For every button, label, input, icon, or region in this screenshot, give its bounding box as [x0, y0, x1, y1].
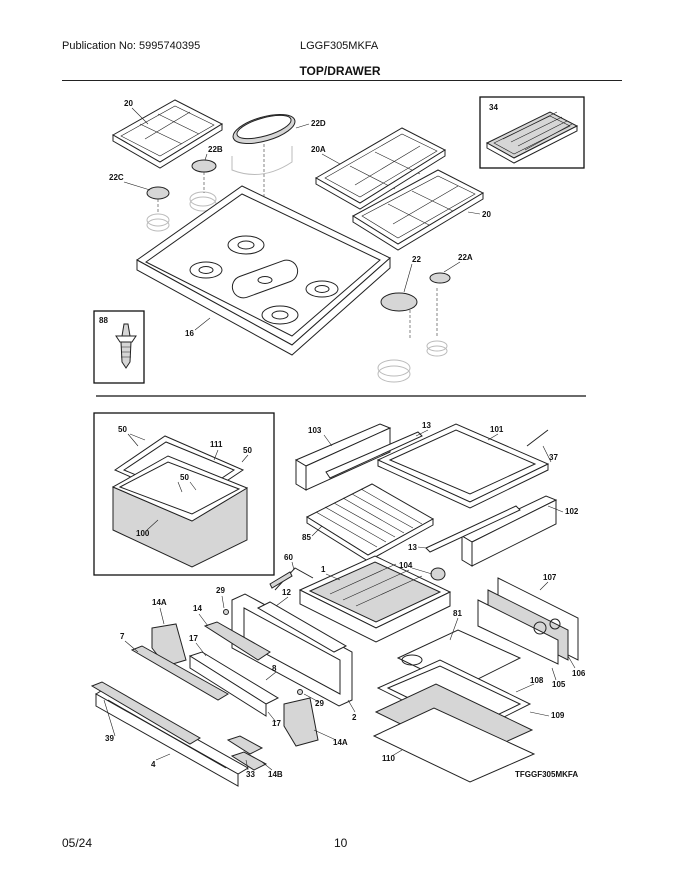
insulation-14a-left	[151, 623, 187, 667]
label-grate-right: 20	[482, 210, 491, 219]
label-cap-22b: 22B	[208, 145, 223, 154]
screw-60	[269, 567, 314, 591]
grate-left	[111, 99, 224, 169]
panel-102	[460, 495, 558, 567]
label-c105: 105	[552, 680, 566, 689]
screw-29a	[223, 609, 229, 615]
section-title: TOP/DRAWER	[299, 64, 381, 78]
label-c13b: 13	[408, 543, 417, 552]
slide-13-lower	[425, 505, 521, 553]
label-c101: 101	[490, 425, 504, 434]
label-c2: 2	[352, 713, 357, 722]
rod-37	[526, 429, 549, 447]
diagram-code: TFGGF305MKFA	[515, 770, 578, 779]
cap-22b	[191, 159, 217, 173]
cooktop-group	[93, 96, 585, 384]
drawer-lid-assembly	[111, 435, 249, 568]
label-c8: 8	[272, 664, 277, 673]
label-c108: 108	[530, 676, 544, 685]
label-c7: 7	[120, 632, 125, 641]
griddle-box	[479, 96, 585, 169]
drawer-front-door	[90, 681, 268, 787]
label-c29b: 29	[315, 699, 324, 708]
griddle	[485, 111, 579, 164]
label-c60: 60	[284, 553, 293, 562]
label-c14a2: 14A	[333, 738, 348, 747]
label-grate-20a: 20A	[311, 145, 326, 154]
label-c12: 12	[282, 588, 291, 597]
cap-22a	[429, 272, 451, 284]
label-c109: 109	[551, 711, 565, 720]
label-c100: 100	[136, 529, 150, 538]
cap-22c	[146, 186, 170, 200]
label-c102: 102	[565, 507, 579, 516]
grate-20a	[314, 127, 447, 210]
drawer-front-frame	[231, 593, 353, 707]
screw-box	[93, 310, 145, 384]
oval-cap	[231, 113, 296, 175]
model-number: LGGF305MKFA	[300, 40, 379, 52]
footer-date: 05/24	[62, 836, 93, 850]
label-c107: 107	[543, 573, 557, 582]
cooktop-surface	[136, 185, 391, 356]
label-c13a: 13	[422, 421, 431, 430]
cap-22	[380, 292, 418, 312]
screw-29b	[297, 689, 303, 695]
label-cap-22a: 22A	[458, 253, 473, 262]
label-c4: 4	[151, 760, 156, 769]
label-c29a: 29	[216, 586, 225, 595]
label-screw-88: 88	[99, 316, 108, 325]
rear-panels	[477, 577, 579, 665]
label-cooktop: 16	[185, 329, 194, 338]
glass-7	[130, 645, 229, 701]
label-c106: 106	[572, 669, 586, 678]
label-c50b: 50	[243, 446, 252, 455]
drawer-bottom-plates	[372, 659, 536, 783]
label-c85: 85	[302, 533, 311, 542]
label-cap-22: 22	[412, 255, 421, 264]
label-c39: 39	[105, 734, 114, 743]
footer-page-number: 10	[334, 836, 348, 850]
label-c50c: 50	[180, 473, 189, 482]
drawer-body	[298, 555, 452, 643]
panel-14	[203, 621, 271, 661]
label-griddle: 34	[489, 103, 498, 112]
slide-13-top	[325, 431, 423, 479]
panel-103	[294, 423, 392, 491]
inner-frame-8	[188, 651, 280, 717]
label-cap-22c: 22C	[109, 173, 124, 182]
header-rule	[62, 80, 622, 81]
label-oval-cap: 22D	[311, 119, 326, 128]
screw-88	[115, 323, 137, 369]
grate-right	[352, 169, 485, 251]
label-c33: 33	[246, 770, 255, 779]
label-c37: 37	[549, 453, 558, 462]
label-c81: 81	[453, 609, 462, 618]
insulation-14a-right	[283, 697, 319, 747]
oven-rack	[305, 483, 435, 562]
label-c14: 14	[193, 604, 202, 613]
label-c50a: 50	[118, 425, 127, 434]
label-c103: 103	[308, 426, 322, 435]
lid-inset-box	[93, 412, 275, 576]
publication-number: Publication No: 5995740395	[62, 40, 201, 52]
label-c1: 1	[321, 565, 326, 574]
label-c14b: 14B	[268, 770, 283, 779]
label-c17a: 17	[189, 634, 198, 643]
knob-104	[430, 567, 446, 581]
label-c111: 111	[210, 440, 223, 449]
panel-101	[376, 423, 550, 509]
label-c104: 104	[399, 561, 413, 570]
label-c110: 110	[382, 754, 395, 763]
label-grate-left: 20	[124, 99, 133, 108]
label-c17b: 17	[272, 719, 281, 728]
label-c14a: 14A	[152, 598, 167, 607]
